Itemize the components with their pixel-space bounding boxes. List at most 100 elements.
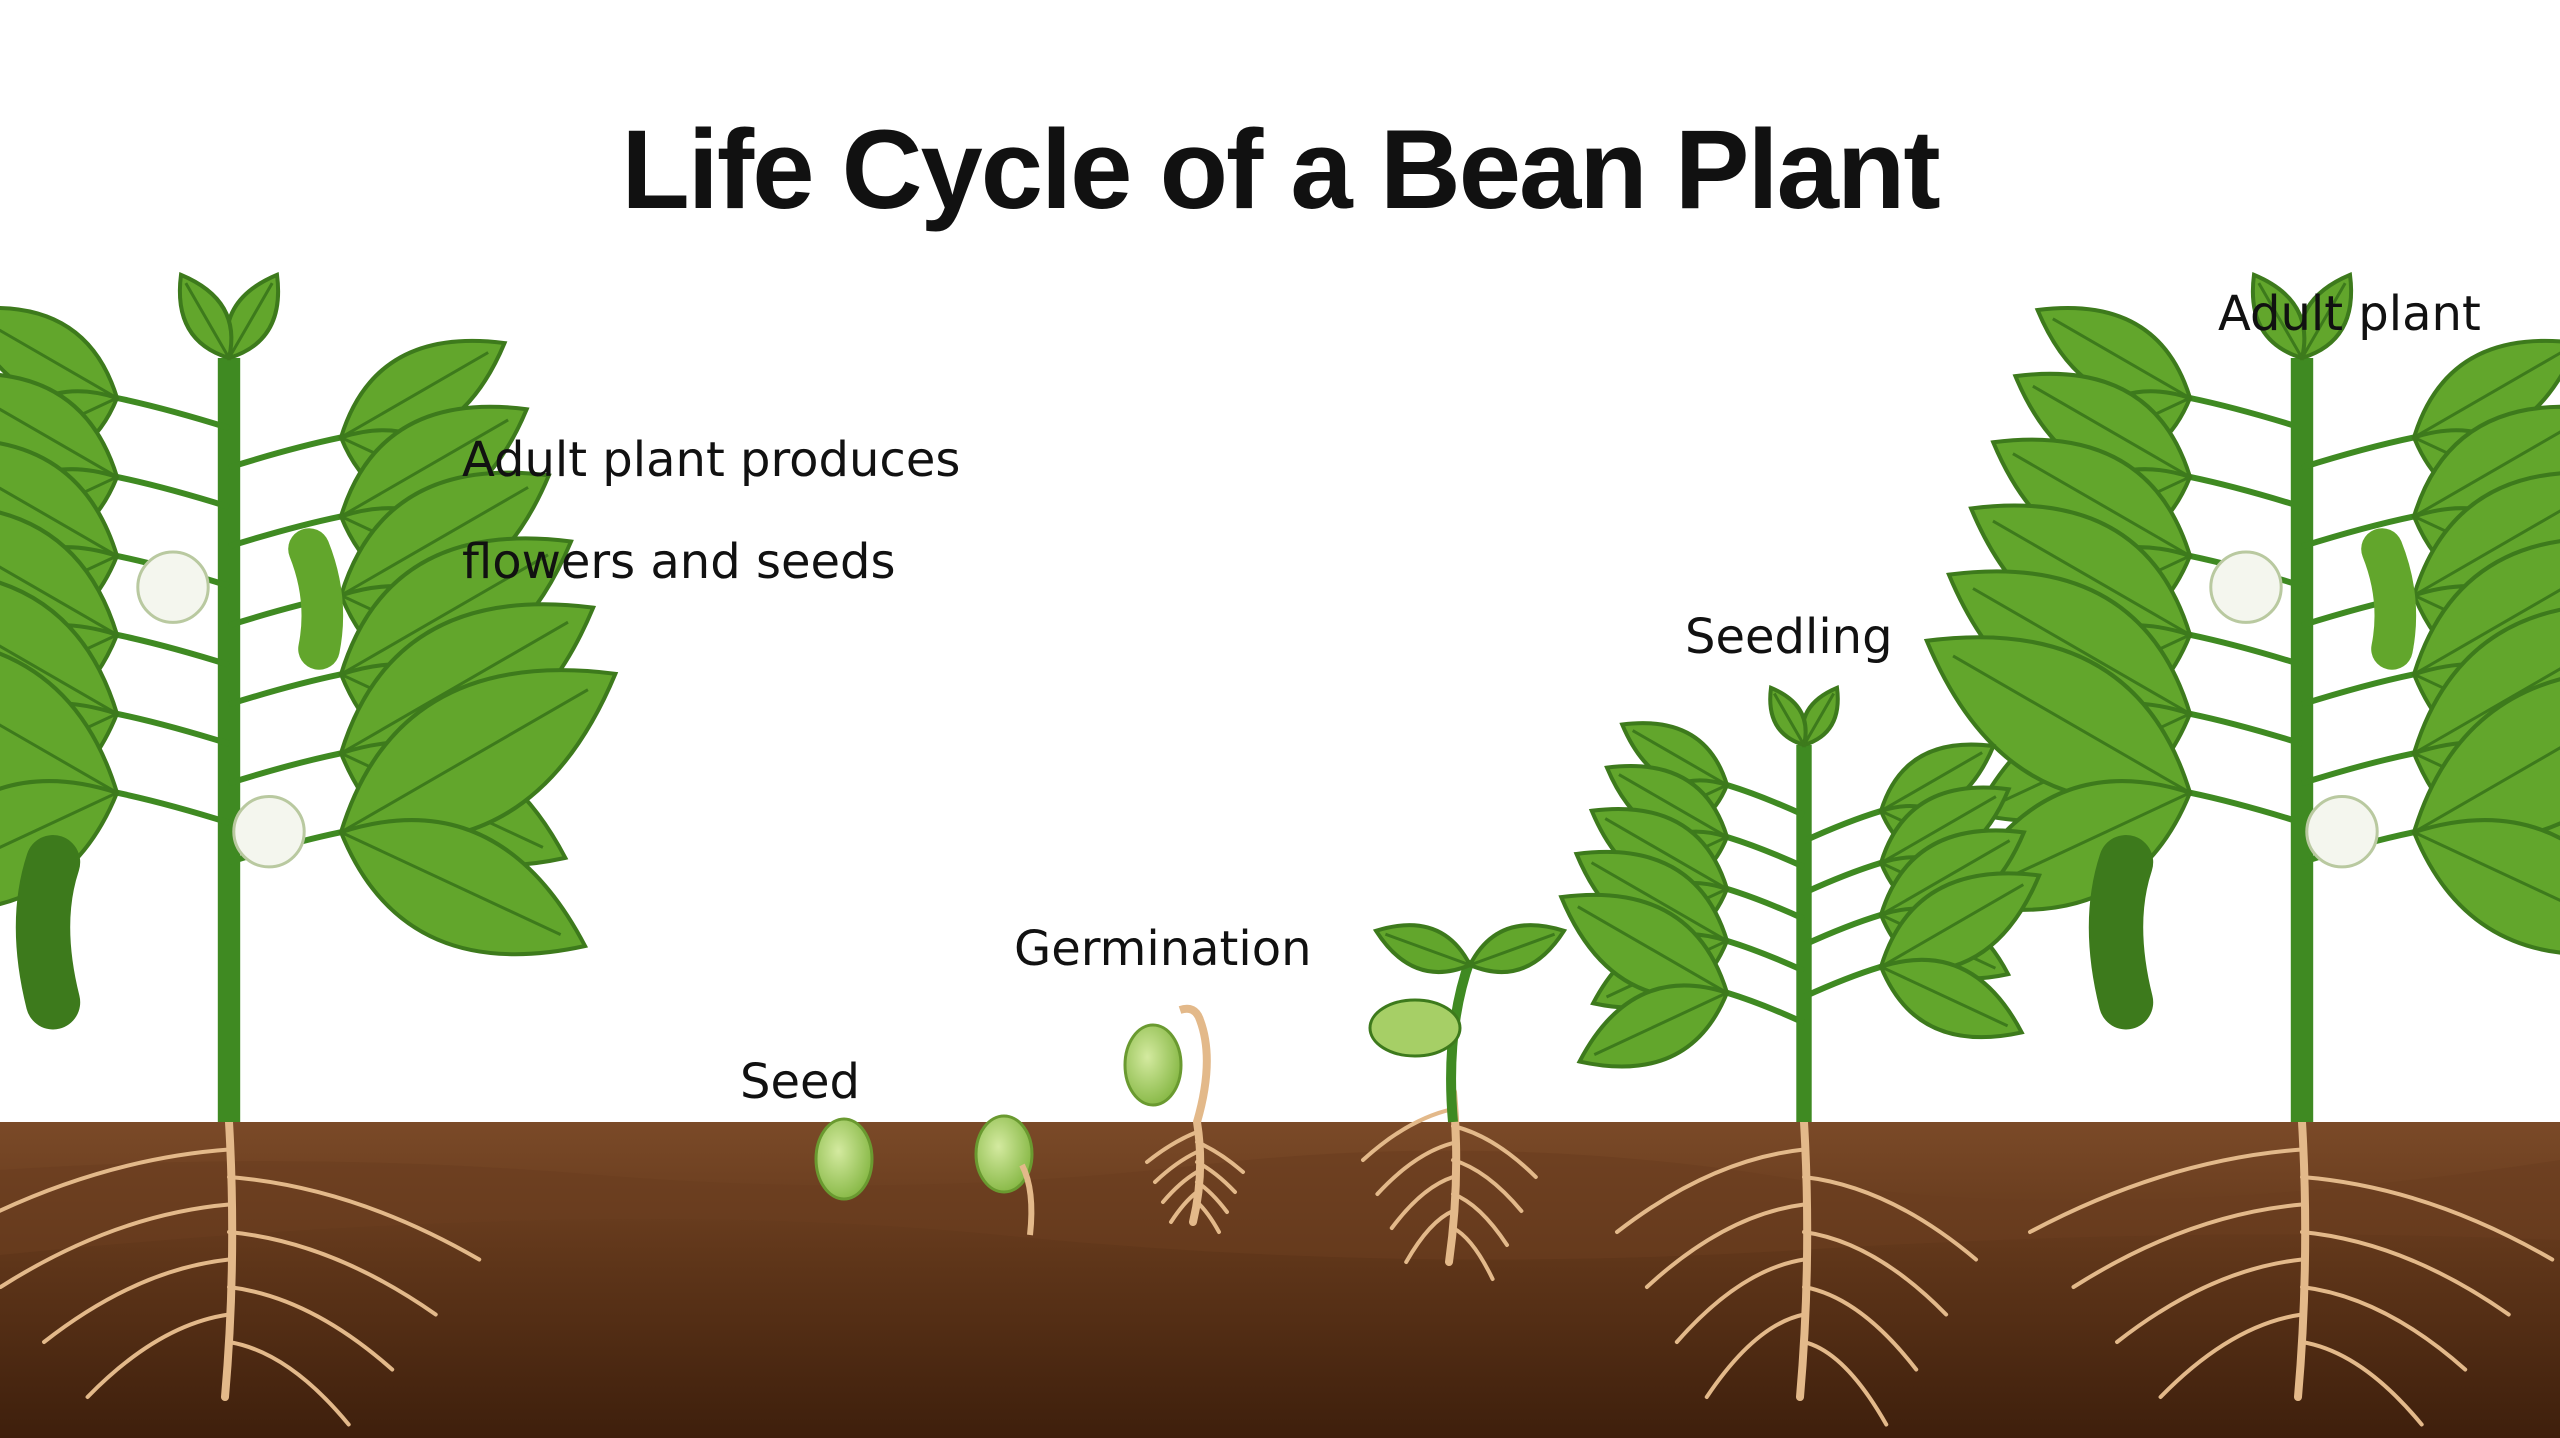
branch [2301,671,2415,708]
root-branch [1704,1312,1806,1399]
root-branch [1169,1190,1199,1224]
radicle [1019,1163,1035,1236]
branch [1802,911,1882,948]
leaf-vein [1880,839,2011,917]
branch [228,513,342,550]
roots [1145,1118,1245,1234]
root-branch [227,1175,482,1262]
leaf-vein [0,587,118,716]
page-title: Life Cycle of a Bean Plant [621,107,1940,232]
seedling-plant [1558,684,2042,1427]
sprout-stem [1178,1004,1211,1124]
root-branch [1161,1170,1199,1204]
branch [116,631,230,668]
root-branch [1145,1130,1199,1164]
flower [232,794,306,869]
branch [1802,808,1882,844]
leaf-blade [2411,818,2560,957]
leaf [1878,957,2025,1040]
leaf-vein [1992,519,2191,637]
leaf-vein [340,553,549,676]
leaf-vein [184,282,231,359]
seed-halves [1123,1023,1183,1107]
root-main [1796,1118,1812,1401]
adult-plant-right [1923,272,2560,1427]
root-branch [2300,1340,2424,1427]
branch [2189,395,2303,431]
roots [1615,1118,1979,1427]
root-branch [2028,1147,2304,1234]
root-main [2294,1118,2310,1401]
bean-pod [15,835,81,1030]
soil-layer [0,1150,2560,1260]
root-branch [0,1202,231,1289]
label-seed: Seed [740,1054,860,1110]
root-branch [1153,1150,1199,1184]
sprouting-seed [974,1114,1034,1194]
root-branch [227,1285,395,1372]
leaf-vein [1802,692,1835,746]
root-branch [1451,1158,1524,1213]
bean-pod [2088,835,2154,1030]
branch [2189,710,2303,747]
leaf-vein [1604,817,1728,891]
germinating-seed [1123,1004,1245,1234]
leaf [1372,923,1473,975]
label-adult-produces-line1: Adult plant produces [462,432,961,488]
branch [228,434,342,471]
leaf [2411,818,2560,957]
branch [1726,834,1806,870]
leaf-vein [1593,991,1728,1057]
branch [1726,937,1806,974]
branch [116,474,230,510]
root-branch [1195,1140,1245,1174]
leaf-vein [2413,830,2560,936]
branch [2301,513,2415,550]
leaf-vein [2413,351,2560,439]
leaf-vein [2413,688,2560,834]
adult-plant-left [0,272,619,1427]
cotyledon [1368,998,1462,1058]
label-adult-produces-line2: flowers and seeds [462,534,896,590]
root-branch [1451,1124,1538,1179]
leaf-vein [2413,418,2560,518]
leaf-vein [340,351,489,439]
root-branch [1451,1192,1509,1247]
branch [2301,750,2415,787]
root-branch [1195,1200,1221,1234]
leaf-vein [340,418,509,518]
leaf-vein [1880,795,1997,865]
leaf [1467,923,1568,975]
root-branch [227,1340,351,1427]
leaf-vein [1384,932,1471,967]
branch [116,395,230,431]
root-branch [1802,1285,1919,1372]
branch [1726,782,1806,818]
label-germination: Germination [1014,921,1312,977]
root-branch [2300,1285,2468,1372]
root-branch [2300,1230,2511,1317]
leaf-vein [0,519,118,637]
branch [1802,963,1882,1000]
root-branch [1361,1107,1455,1162]
root-branch [0,1147,231,1213]
leaf-vein [2257,282,2304,359]
leaf [177,272,234,361]
leaf-blade [338,818,589,957]
branch [2189,474,2303,510]
leaf-vein [340,830,562,936]
branch [116,710,230,747]
branch [2301,434,2415,471]
leaf-vein [2012,452,2191,558]
root-branch [2071,1202,2304,1289]
leaf-vein [2300,282,2347,359]
root-branch [1802,1230,1949,1317]
bean-pod [2361,528,2417,670]
branch [2189,631,2303,668]
branch [116,789,230,826]
root-branch [227,1230,438,1317]
label-seedling: Seedling [1685,609,1893,665]
bean-seed [814,1117,874,1201]
leaf-vein [0,317,118,400]
